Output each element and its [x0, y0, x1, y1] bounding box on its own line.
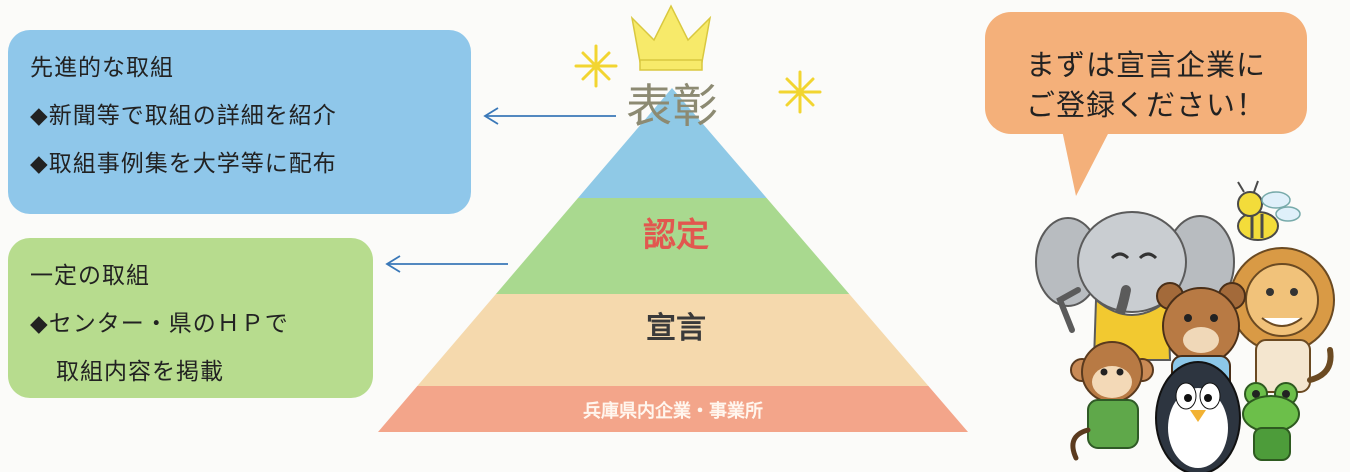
crown-icon — [630, 4, 712, 71]
mascot-characters — [1035, 180, 1335, 472]
lion-mascot — [1229, 247, 1335, 393]
pyramid — [378, 88, 968, 432]
bee-mascot — [1237, 180, 1301, 241]
declaration-label: 宣言 — [646, 311, 706, 346]
advanced-efforts-heading: 先進的な取組 — [30, 55, 174, 81]
advanced-efforts-box: 先進的な取組 ◆新聞等で取組の詳細を紹介 ◆取組事例集を大学等に配布 — [8, 30, 471, 214]
certification-label: 認定 — [643, 215, 709, 254]
speech-bubble-tail — [1062, 130, 1110, 196]
speech-bubble: まずは宣言企業に ご登録ください！ — [985, 12, 1307, 134]
sparkle-icon — [778, 70, 822, 114]
base-label: 兵庫県内企業・事業所 — [583, 400, 763, 422]
advanced-efforts-item: ◆新聞等で取組の詳細を紹介 — [30, 103, 337, 129]
advanced-efforts-item: ◆取組事例集を大学等に配布 — [30, 151, 337, 177]
sparkle-icon — [574, 44, 618, 88]
tier-base — [378, 386, 968, 432]
monkey-mascot — [1070, 341, 1154, 461]
speech-bubble-line1: まずは宣言企業に — [1025, 48, 1266, 82]
penguin-mascot — [1155, 361, 1241, 472]
basic-efforts-item-cont: 取組内容を掲載 — [56, 359, 224, 385]
basic-efforts-heading: 一定の取組 — [30, 263, 150, 289]
award-label: 表彰 — [626, 79, 718, 133]
frog-mascot — [1242, 382, 1300, 461]
basic-efforts-item: ◆センター・県のＨＰで — [30, 311, 289, 337]
basic-efforts-box: 一定の取組 ◆センター・県のＨＰで 取組内容を掲載 — [8, 238, 373, 398]
arrow-to-advanced — [483, 107, 616, 125]
speech-bubble-line2: ご登録ください！ — [1025, 88, 1266, 122]
arrow-to-basic — [385, 255, 508, 273]
